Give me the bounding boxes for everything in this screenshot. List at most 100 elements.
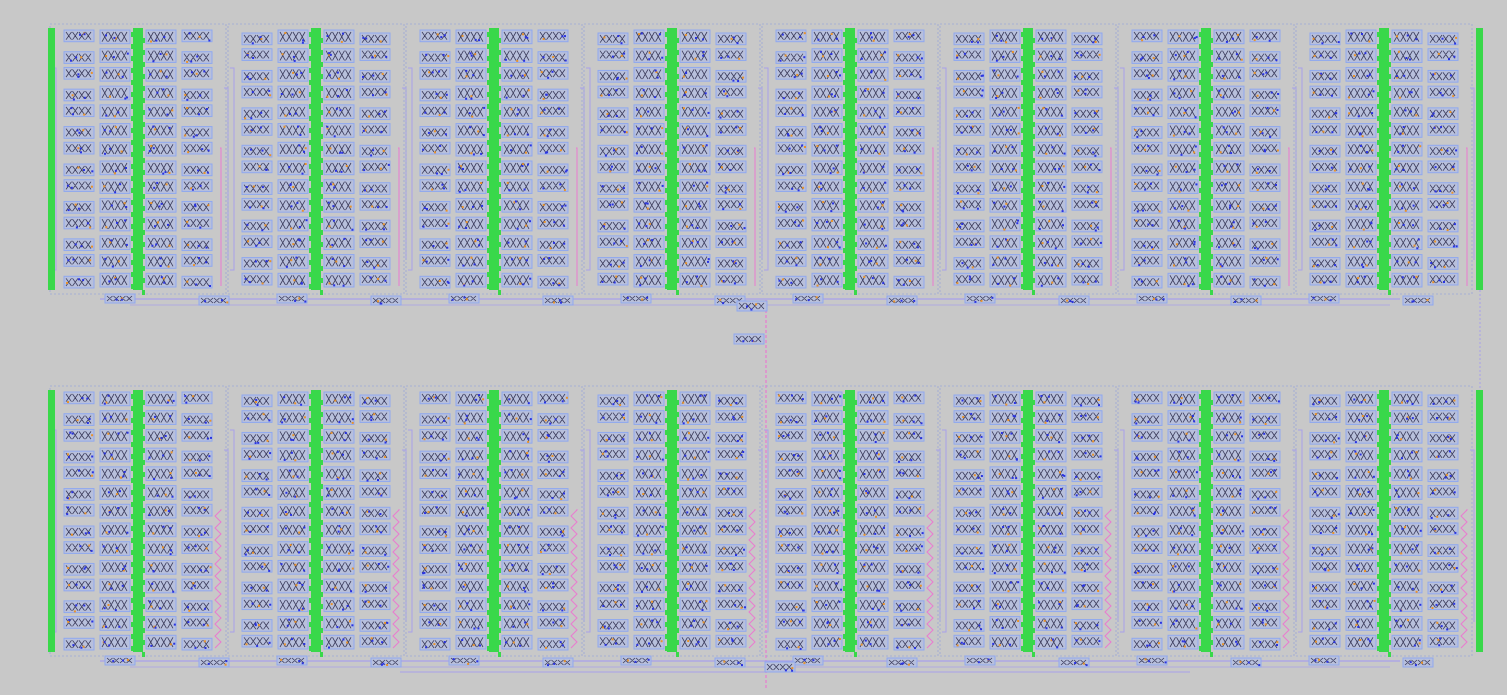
rail-tap bbox=[854, 508, 857, 513]
contact-via bbox=[1158, 210, 1161, 213]
contact-via bbox=[703, 169, 706, 172]
contact-via bbox=[874, 149, 877, 152]
contact-via bbox=[505, 96, 508, 99]
cell-outline bbox=[419, 51, 451, 64]
contact-via bbox=[148, 108, 151, 111]
contact-via bbox=[103, 402, 106, 405]
buffer-cell-icon bbox=[359, 144, 391, 158]
contact-via bbox=[719, 116, 722, 119]
contact-via bbox=[207, 149, 210, 152]
transistor-glyphs bbox=[101, 618, 128, 629]
buffer-cell-icon bbox=[893, 104, 925, 118]
contact-via bbox=[1236, 33, 1239, 36]
transistor-glyphs bbox=[777, 393, 804, 402]
rail-tap bbox=[1032, 146, 1035, 151]
transistor-glyphs bbox=[1393, 275, 1420, 286]
contact-via bbox=[696, 227, 699, 229]
contact-via bbox=[1017, 106, 1020, 109]
contact-via bbox=[288, 469, 291, 472]
buffer-cell-icon bbox=[1309, 257, 1341, 270]
contact-via bbox=[1452, 95, 1455, 98]
cell-outline bbox=[181, 141, 213, 155]
rail-tap bbox=[1199, 80, 1202, 85]
contact-via bbox=[779, 59, 782, 62]
contact-via bbox=[976, 151, 979, 154]
contact-via bbox=[1077, 149, 1080, 152]
buffer-cell-icon bbox=[323, 29, 355, 45]
buffer-cell-icon bbox=[1071, 48, 1103, 61]
contact-via bbox=[815, 296, 818, 299]
contact-via bbox=[827, 246, 829, 249]
contact-via bbox=[863, 473, 866, 475]
contact-via bbox=[1322, 130, 1325, 133]
transistor-glyphs bbox=[65, 431, 92, 440]
buffer-cell-icon bbox=[145, 160, 177, 176]
buffer-cell-icon bbox=[63, 126, 95, 139]
buffer-cell-icon bbox=[1131, 275, 1163, 289]
transistor-glyphs bbox=[361, 599, 388, 608]
contact-via bbox=[261, 186, 264, 189]
contact-via bbox=[648, 414, 651, 417]
contact-via bbox=[740, 511, 743, 514]
transistor-glyphs bbox=[1073, 50, 1100, 59]
rail-tap bbox=[854, 278, 857, 283]
contact-via bbox=[469, 52, 472, 55]
contact-via bbox=[683, 107, 685, 110]
contact-via bbox=[620, 240, 623, 243]
rail-tap bbox=[320, 604, 323, 609]
rail-tap bbox=[843, 260, 846, 265]
rail-tap bbox=[142, 134, 145, 139]
contact-via bbox=[911, 495, 913, 498]
contact-via bbox=[292, 186, 295, 188]
buffer-cell-icon bbox=[181, 450, 213, 464]
contact-via bbox=[603, 223, 606, 226]
buffer-cell-icon bbox=[1427, 197, 1459, 211]
transistor-glyphs bbox=[1393, 69, 1420, 80]
contact-via bbox=[554, 512, 557, 515]
buffer-cell-icon bbox=[455, 634, 487, 650]
contact-via bbox=[1330, 148, 1333, 151]
rail-tap bbox=[854, 50, 857, 55]
rail-tap bbox=[487, 152, 490, 157]
contact-via bbox=[956, 192, 959, 195]
cell-outline bbox=[241, 182, 273, 195]
buffer-cell-icon bbox=[241, 272, 273, 286]
contact-via bbox=[262, 413, 265, 416]
rail-tap bbox=[1021, 272, 1024, 277]
rail-tap bbox=[309, 188, 312, 193]
contact-via bbox=[901, 456, 904, 459]
cell-outline bbox=[715, 410, 747, 423]
contact-via bbox=[688, 432, 690, 435]
contact-via bbox=[71, 94, 74, 97]
cell-outline bbox=[1131, 163, 1163, 177]
contact-via bbox=[190, 60, 193, 63]
contact-via bbox=[169, 553, 172, 556]
contact-via bbox=[1095, 204, 1098, 207]
contact-via bbox=[385, 206, 388, 208]
contact-via bbox=[125, 206, 128, 208]
buffer-cell-icon bbox=[633, 235, 665, 251]
contact-via bbox=[976, 189, 979, 192]
contact-via bbox=[298, 582, 301, 584]
buffer-cell-icon bbox=[1131, 179, 1163, 192]
contact-via bbox=[658, 33, 661, 36]
contact-via bbox=[875, 515, 877, 518]
buffer-cell-icon bbox=[857, 522, 889, 538]
contact-via bbox=[66, 184, 69, 187]
rail-tap bbox=[309, 586, 312, 591]
contact-via bbox=[863, 275, 866, 278]
rail-tap bbox=[320, 508, 323, 513]
contact-via bbox=[1449, 111, 1452, 113]
contact-via bbox=[437, 623, 440, 626]
rail-tap bbox=[309, 418, 312, 423]
contact-via bbox=[1228, 282, 1231, 285]
cell-outline bbox=[715, 257, 747, 270]
contact-via bbox=[526, 454, 529, 457]
buffer-cell-icon bbox=[679, 235, 711, 251]
rail-tap bbox=[142, 652, 145, 657]
buffer-cell-icon bbox=[455, 254, 487, 269]
buffer-cell-icon bbox=[893, 428, 925, 442]
buffer-cell-icon bbox=[715, 107, 747, 121]
rail-tap bbox=[843, 574, 846, 579]
buffer-cell-icon bbox=[63, 488, 95, 501]
